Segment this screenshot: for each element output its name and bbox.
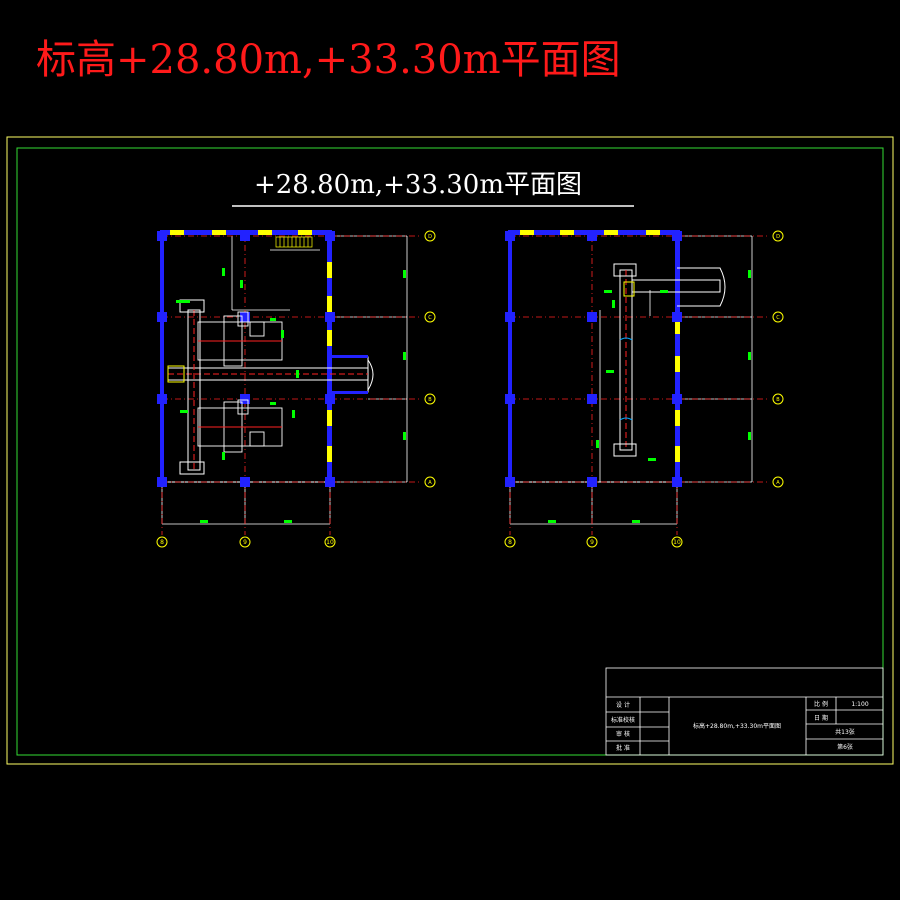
title-block (605, 667, 884, 756)
right-plan-dimension-lines (509, 235, 753, 525)
row-bubbles-right-plan: D C B A (772, 230, 784, 488)
title-block-reviewer-label: 审 核 (616, 730, 630, 738)
svg-text:10: 10 (673, 539, 681, 546)
svg-text:A: A (428, 480, 432, 486)
left-plan-stair (275, 236, 313, 248)
left-plan-machines (197, 311, 283, 453)
svg-text:D: D (428, 234, 432, 240)
right-plan-dimension-ticks (548, 270, 751, 523)
svg-text:C: C (428, 315, 432, 321)
left-plan (157, 230, 422, 535)
title-block-designer-label: 设 计 (616, 701, 630, 709)
inner-frame (16, 147, 884, 756)
title-block-sheet-number: 第6张 (837, 743, 853, 751)
svg-text:9: 9 (243, 539, 247, 546)
sheet-title: +28.80m,+33.30m平面图 (254, 170, 582, 200)
svg-text:C: C (776, 315, 780, 321)
svg-text:D: D (776, 234, 780, 240)
svg-text:B: B (428, 397, 432, 403)
left-plan-columns (157, 231, 335, 487)
row-bubbles-left-plan: D C B A (424, 230, 436, 488)
right-plan-columns (505, 231, 682, 487)
title-block-drawing-name: 标高+28.80m,+33.30m平面图 (693, 722, 781, 730)
title-block-sheet-count: 共13张 (835, 728, 855, 736)
svg-text:8: 8 (508, 539, 512, 546)
left-plan-conveyor (167, 299, 374, 475)
left-plan-dimension-ticks (176, 268, 406, 523)
page-title: 标高+28.80m,+33.30m平面图 (36, 37, 621, 83)
svg-text:8: 8 (160, 539, 164, 546)
right-plan-outline (509, 231, 678, 483)
right-plan (505, 230, 770, 535)
column-bubbles-left-plan: 8 9 10 (156, 536, 336, 548)
svg-text:A: A (776, 480, 780, 486)
title-block-scale-value: 1:100 (851, 701, 868, 708)
left-plan-grid (161, 232, 422, 535)
title-block-date-label: 日 期 (814, 714, 828, 722)
outer-frame (6, 136, 894, 765)
svg-text:9: 9 (590, 539, 594, 546)
svg-text:B: B (776, 397, 780, 403)
column-bubbles-right-plan: 8 9 10 (504, 536, 683, 548)
title-block-approver-label: 批 准 (616, 744, 630, 752)
title-block-scale-label: 比 例 (814, 700, 828, 708)
right-plan-conveyor (613, 263, 726, 457)
right-plan-walls (508, 230, 680, 482)
right-plan-grid (509, 232, 770, 535)
title-block-checker-label: 标准校核 (611, 716, 635, 724)
svg-text:10: 10 (326, 539, 334, 546)
